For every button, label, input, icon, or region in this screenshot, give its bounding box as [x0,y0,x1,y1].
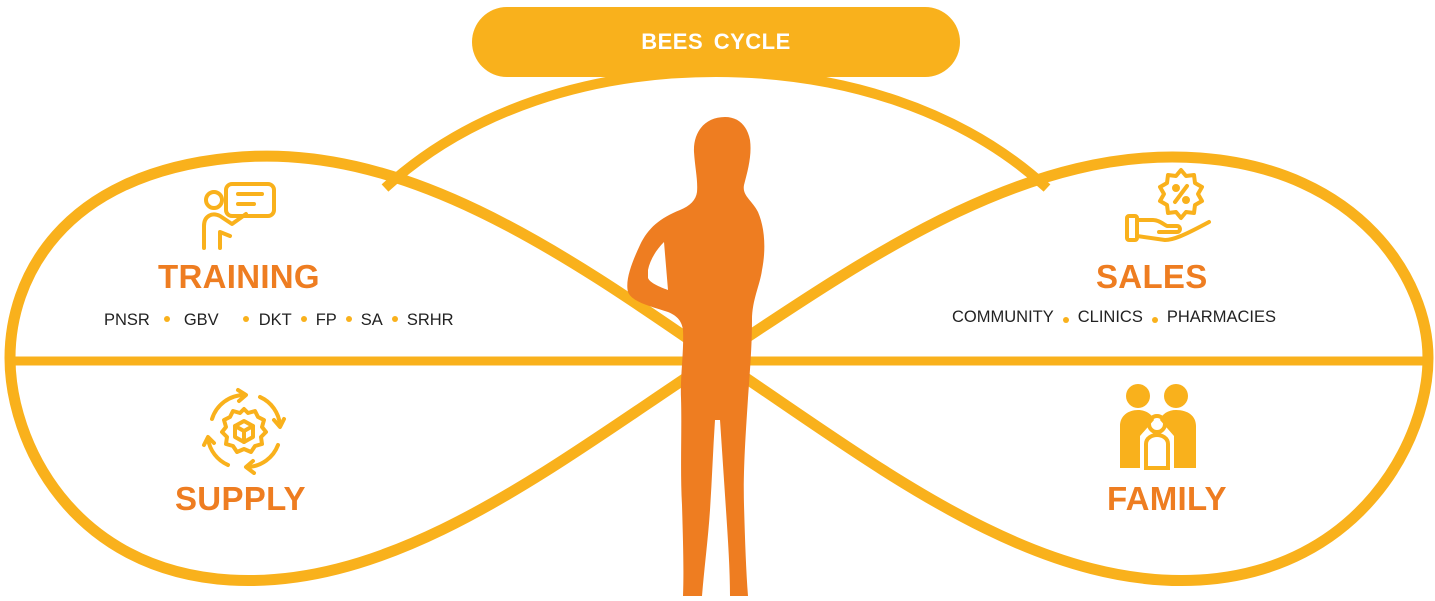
sales-item: COMMUNITY [952,308,1054,327]
sales-items: COMMUNITY CLINICS PHARMACIES [952,308,1276,327]
bullet-dot [1063,317,1069,323]
supply-heading: SUPPLY [175,482,306,515]
bullet-dot [301,316,307,322]
title-banner: BEES CYCLE [472,7,960,77]
title-text: BEES CYCLE [641,29,791,55]
bullet-dot [346,316,352,322]
training-item: PNSR [104,311,150,330]
family-heading: FAMILY [1107,482,1227,515]
training-item: FP [316,311,337,330]
sales-item: PHARMACIES [1167,308,1276,327]
training-item: DKT [259,311,292,330]
training-item: SA [361,311,383,330]
bullet-dot [1152,317,1158,323]
bullet-dot [164,316,170,322]
training-item: SRHR [407,311,454,330]
family-icon [1118,382,1198,472]
bullet-dot [243,316,249,322]
bullet-dot [392,316,398,322]
training-items: PNSR GBV DKT FP SA SRHR [104,311,454,330]
teacher-presentation-icon [198,178,280,254]
training-heading: TRAINING [158,260,320,293]
sales-item: CLINICS [1078,308,1143,327]
supply-cycle-gear-icon [198,387,290,475]
hand-discount-icon [1123,164,1213,248]
sales-heading: SALES [1096,260,1208,293]
training-item: GBV [184,311,219,330]
